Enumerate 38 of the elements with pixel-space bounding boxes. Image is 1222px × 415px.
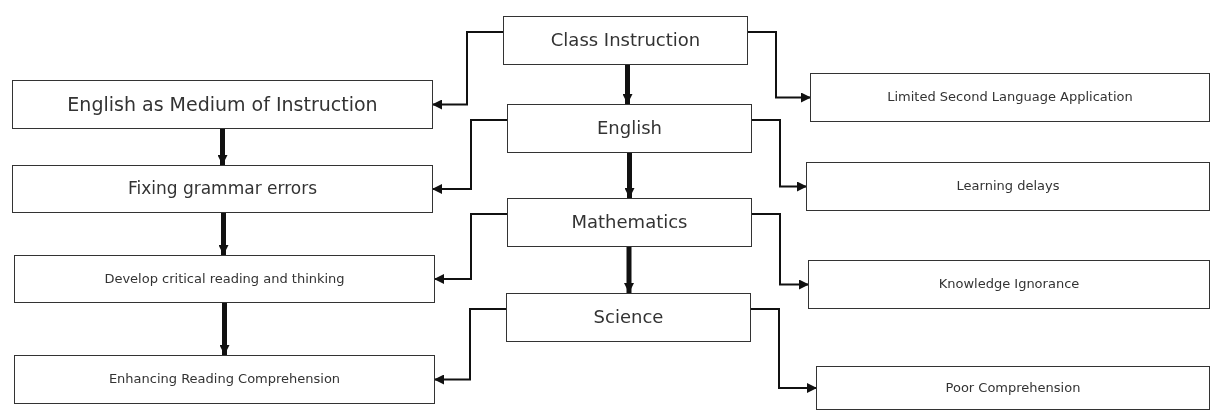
box-label: Learning delays <box>955 179 1061 194</box>
arrow <box>624 247 634 293</box>
box-label: Science <box>592 307 665 328</box>
box-label: Limited Second Language Application <box>886 90 1134 105</box>
arrow <box>432 119 508 194</box>
arrow <box>750 308 817 393</box>
box-label: Knowledge Ignorance <box>937 277 1081 292</box>
process-box <box>506 293 751 342</box>
box-label: Class Instruction <box>549 30 702 51</box>
arrow <box>434 308 507 385</box>
process-box <box>507 104 752 153</box>
process-box <box>816 366 1210 410</box>
arrow <box>432 31 504 110</box>
box-label: Mathematics <box>570 212 689 233</box>
arrow <box>219 303 230 355</box>
process-box <box>507 198 752 247</box>
process-box <box>12 80 433 129</box>
process-box <box>808 260 1210 309</box>
box-label: Develop critical reading and thinking <box>103 271 346 287</box>
arrow <box>624 153 635 198</box>
arrow <box>218 213 229 255</box>
box-label: English <box>596 118 663 139</box>
box-label: Enhancing Reading Comprehension <box>107 372 342 387</box>
process-box <box>14 355 435 404</box>
process-box <box>14 255 435 303</box>
arrow <box>747 31 811 103</box>
arrow <box>622 65 633 104</box>
arrow <box>751 119 807 192</box>
process-box <box>12 165 433 213</box>
process-box <box>806 162 1210 211</box>
box-label: English as Medium of Instruction <box>66 93 379 116</box>
process-box <box>810 73 1210 122</box>
arrow <box>751 213 809 290</box>
arrow <box>434 213 508 284</box>
box-label: Poor Comprehension <box>944 380 1082 396</box>
process-box <box>503 16 748 65</box>
arrow <box>217 129 228 165</box>
box-label: Fixing grammar errors <box>126 179 319 199</box>
